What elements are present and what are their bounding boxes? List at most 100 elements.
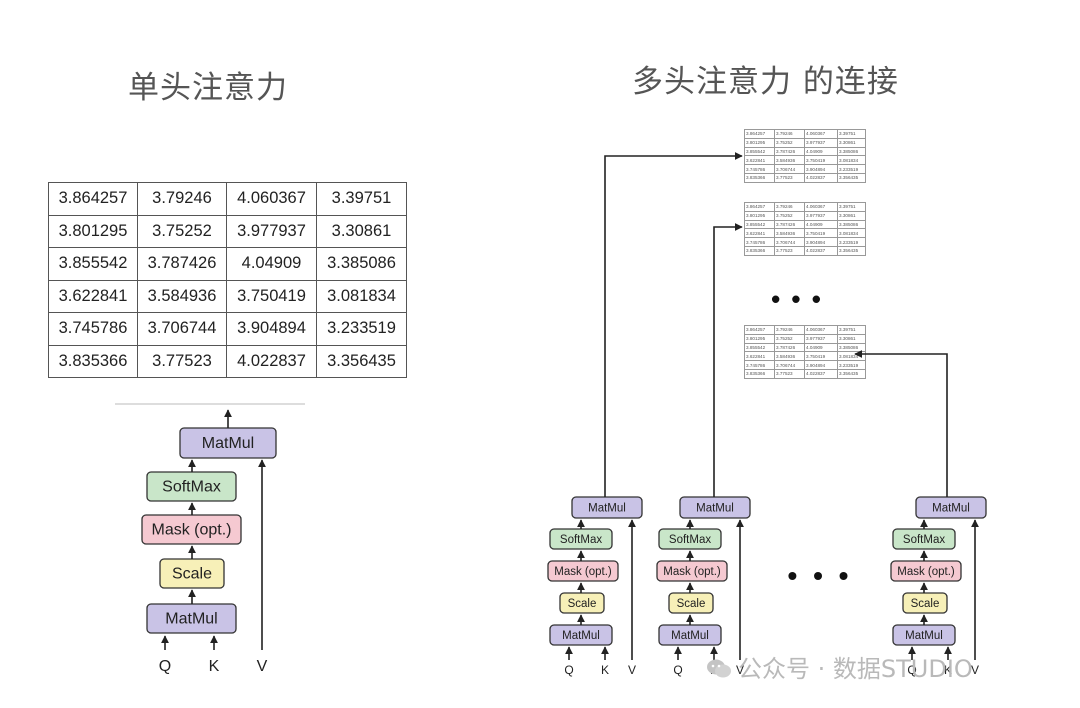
matrix-cell: 4.060367 (226, 182, 317, 216)
head-matmul-top-block-label: MatMul (932, 503, 970, 515)
matrix-cell: 3.750419 (226, 279, 317, 313)
matrix-cell: 3.584936 (137, 279, 227, 313)
matrix-cell: 3.356435 (316, 344, 407, 378)
mini-matrix-cell: 3.356435 (837, 172, 866, 183)
head-mask-block: Mask (opt.) (547, 560, 619, 582)
head-matmul-top-block-label: MatMul (588, 503, 626, 515)
matrix-cell: 3.855542 (48, 247, 138, 281)
matrix-cell: 3.977937 (226, 214, 317, 248)
head-softmax-block: SoftMax (658, 528, 722, 550)
head-matmul-bottom-block-label: MatMul (905, 630, 943, 642)
matrix-cell: 3.622841 (48, 279, 138, 313)
head-softmax-block-label: SoftMax (669, 534, 711, 546)
head-softmax-block: SoftMax (892, 528, 956, 550)
head-output-arrow (713, 223, 743, 497)
mini-matrix-cell: 3.356435 (837, 368, 866, 379)
watermark: 公众号 · 数据STUDIO (706, 649, 973, 684)
matrix-cell: 3.39751 (316, 182, 407, 216)
mini-matrix-cell: 3.356435 (837, 245, 866, 256)
head-softmax-block-label: SoftMax (903, 534, 945, 546)
ellipsis-heads: • • • (788, 560, 853, 591)
head-scale-block: Scale (668, 592, 714, 614)
head-mask-block-label: Mask (opt.) (897, 566, 955, 578)
head-matmul-top-block: MatMul (915, 496, 987, 519)
head-scale-block-label: Scale (677, 598, 706, 610)
input-label-v: V (971, 663, 979, 677)
mask-block: Mask (opt.) (141, 514, 242, 545)
head-softmax-block: SoftMax (549, 528, 613, 550)
head-matmul-top-block: MatMul (571, 496, 643, 519)
input-label-q: Q (564, 663, 573, 677)
matrix-cell: 3.75252 (137, 214, 227, 248)
input-label-q: Q (673, 663, 682, 677)
scale-block-label: Scale (172, 566, 212, 583)
matrix-cell: 3.864257 (48, 182, 138, 216)
head-matmul-bottom-block: MatMul (549, 624, 613, 646)
input-label-q: Q (159, 658, 171, 675)
head-scale-block-label: Scale (911, 598, 940, 610)
input-label-k: K (601, 663, 609, 677)
single-head-title: 单头注意力 (128, 70, 288, 106)
mask-block-label: Mask (opt.) (151, 522, 231, 539)
input-label-k: K (209, 658, 220, 675)
watermark-text: 公众号 · 数据STUDIO (738, 655, 973, 683)
input-label-k: K (944, 663, 952, 677)
scale-block: Scale (159, 558, 225, 589)
matmul-top-block: MatMul (179, 427, 277, 459)
matrix-cell: 3.081834 (316, 279, 407, 313)
head-mask-block: Mask (opt.) (890, 560, 962, 582)
matrix-cell: 3.30861 (316, 214, 407, 248)
head-mask-block-label: Mask (opt.) (663, 566, 721, 578)
head-scale-block: Scale (559, 592, 605, 614)
head-scale-block-label: Scale (568, 598, 597, 610)
matmul-bottom-block: MatMul (146, 603, 237, 634)
wechat-icon (707, 659, 731, 678)
matrix-cell: 3.787426 (137, 247, 227, 281)
head-matmul-bottom-block-label: MatMul (671, 630, 709, 642)
head-matmul-bottom-block: MatMul (658, 624, 722, 646)
softmax-block-label: SoftMax (162, 479, 221, 496)
matmul-top-block-label: MatMul (202, 435, 254, 452)
input-label-q: Q (907, 663, 916, 677)
input-label-v: V (257, 658, 268, 675)
matmul-bottom-block-label: MatMul (165, 611, 217, 628)
softmax-block: SoftMax (146, 471, 237, 502)
head-matmul-bottom-block-label: MatMul (562, 630, 600, 642)
input-label-v: V (628, 663, 636, 677)
input-label-v: V (736, 663, 744, 677)
head-matmul-top-block: MatMul (679, 496, 751, 519)
head-softmax-block-label: SoftMax (560, 534, 602, 546)
head-scale-block: Scale (902, 592, 948, 614)
multi-head-title: 多头注意力 的连接 (632, 64, 899, 100)
head-output-arrow (854, 350, 948, 497)
matrix-cell: 3.835366 (48, 344, 138, 378)
matrix-cell: 3.233519 (316, 312, 407, 346)
head-mask-block-label: Mask (opt.) (554, 566, 612, 578)
matrix-cell: 3.904894 (226, 312, 317, 346)
ellipsis-matrices: • • • (771, 284, 823, 314)
matrix-cell: 4.04909 (226, 247, 317, 281)
head-matmul-bottom-block: MatMul (892, 624, 956, 646)
matrix-cell: 3.385086 (316, 247, 407, 281)
head-mask-block: Mask (opt.) (656, 560, 728, 582)
head-matmul-top-block-label: MatMul (696, 503, 734, 515)
head-output-arrow (604, 152, 743, 497)
